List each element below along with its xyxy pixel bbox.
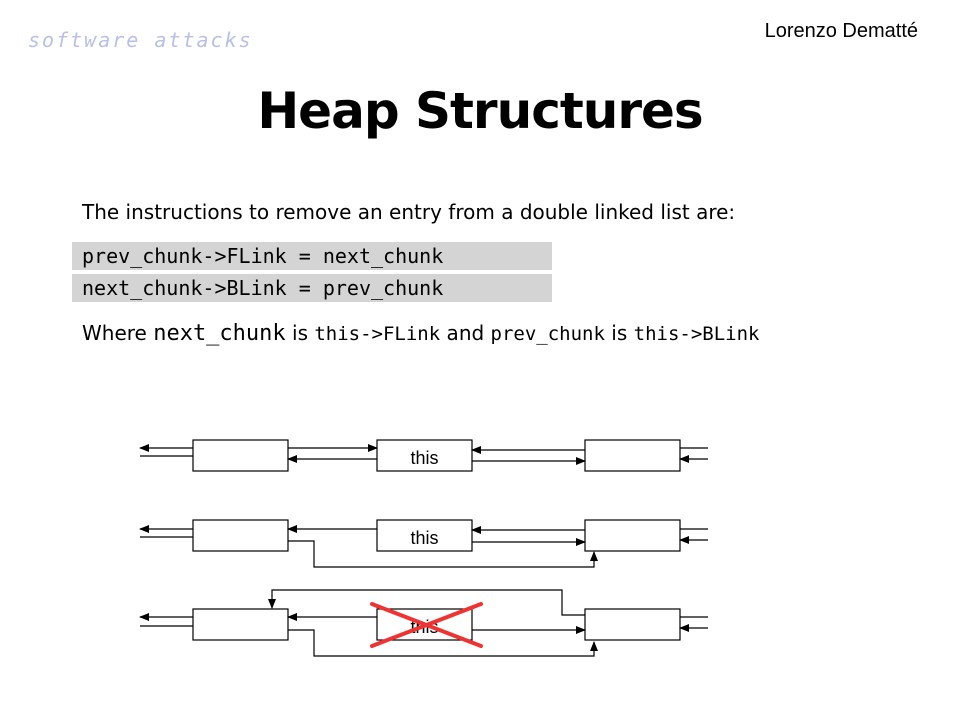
- diagram-row-1: [139, 439, 708, 472]
- next-node-box: [584, 439, 681, 472]
- where-word: Where: [82, 321, 154, 345]
- code-next-chunk: next_chunk: [153, 321, 286, 346]
- code-this-blink: this->BLink: [633, 323, 760, 345]
- diagram-row-2: [139, 519, 708, 568]
- where-is-1: is: [285, 321, 315, 345]
- where-is-2: is: [604, 321, 634, 345]
- author-name: Lorenzo Dematté: [764, 20, 918, 42]
- next-node-box: [584, 608, 681, 641]
- code-line-1: prev_chunk->FLink = next_chunk: [72, 242, 552, 270]
- prev-node-box: [192, 519, 289, 552]
- code-line-2: next_chunk->BLink = prev_chunk: [72, 274, 552, 302]
- slide-title: Heap Structures: [257, 82, 703, 140]
- prev-node-box: [192, 608, 289, 641]
- node-label-row-1: this: [410, 448, 438, 468]
- diagram-row-3: [139, 589, 708, 657]
- where-and: and: [440, 321, 491, 345]
- brand-logo-text: software attacks: [28, 28, 253, 52]
- intro-text: The instructions to remove an entry from…: [82, 200, 736, 224]
- removed-cross-icon: [370, 602, 483, 648]
- this-node-box: [376, 519, 473, 552]
- where-text: Where next_chunk is this->FLink and prev…: [82, 318, 822, 349]
- next-node-box: [584, 519, 681, 552]
- prev-node-box: [192, 439, 289, 472]
- prev-flink-to-next-arrow: [288, 540, 598, 568]
- prev-flink-to-next-arrow: [288, 629, 598, 657]
- this-node-box: [376, 439, 473, 472]
- code-this-flink: this->FLink: [314, 323, 441, 345]
- code-prev-chunk: prev_chunk: [490, 323, 605, 345]
- node-label-row-2: this: [410, 528, 438, 548]
- next-blink-to-prev-arrow: [268, 589, 585, 616]
